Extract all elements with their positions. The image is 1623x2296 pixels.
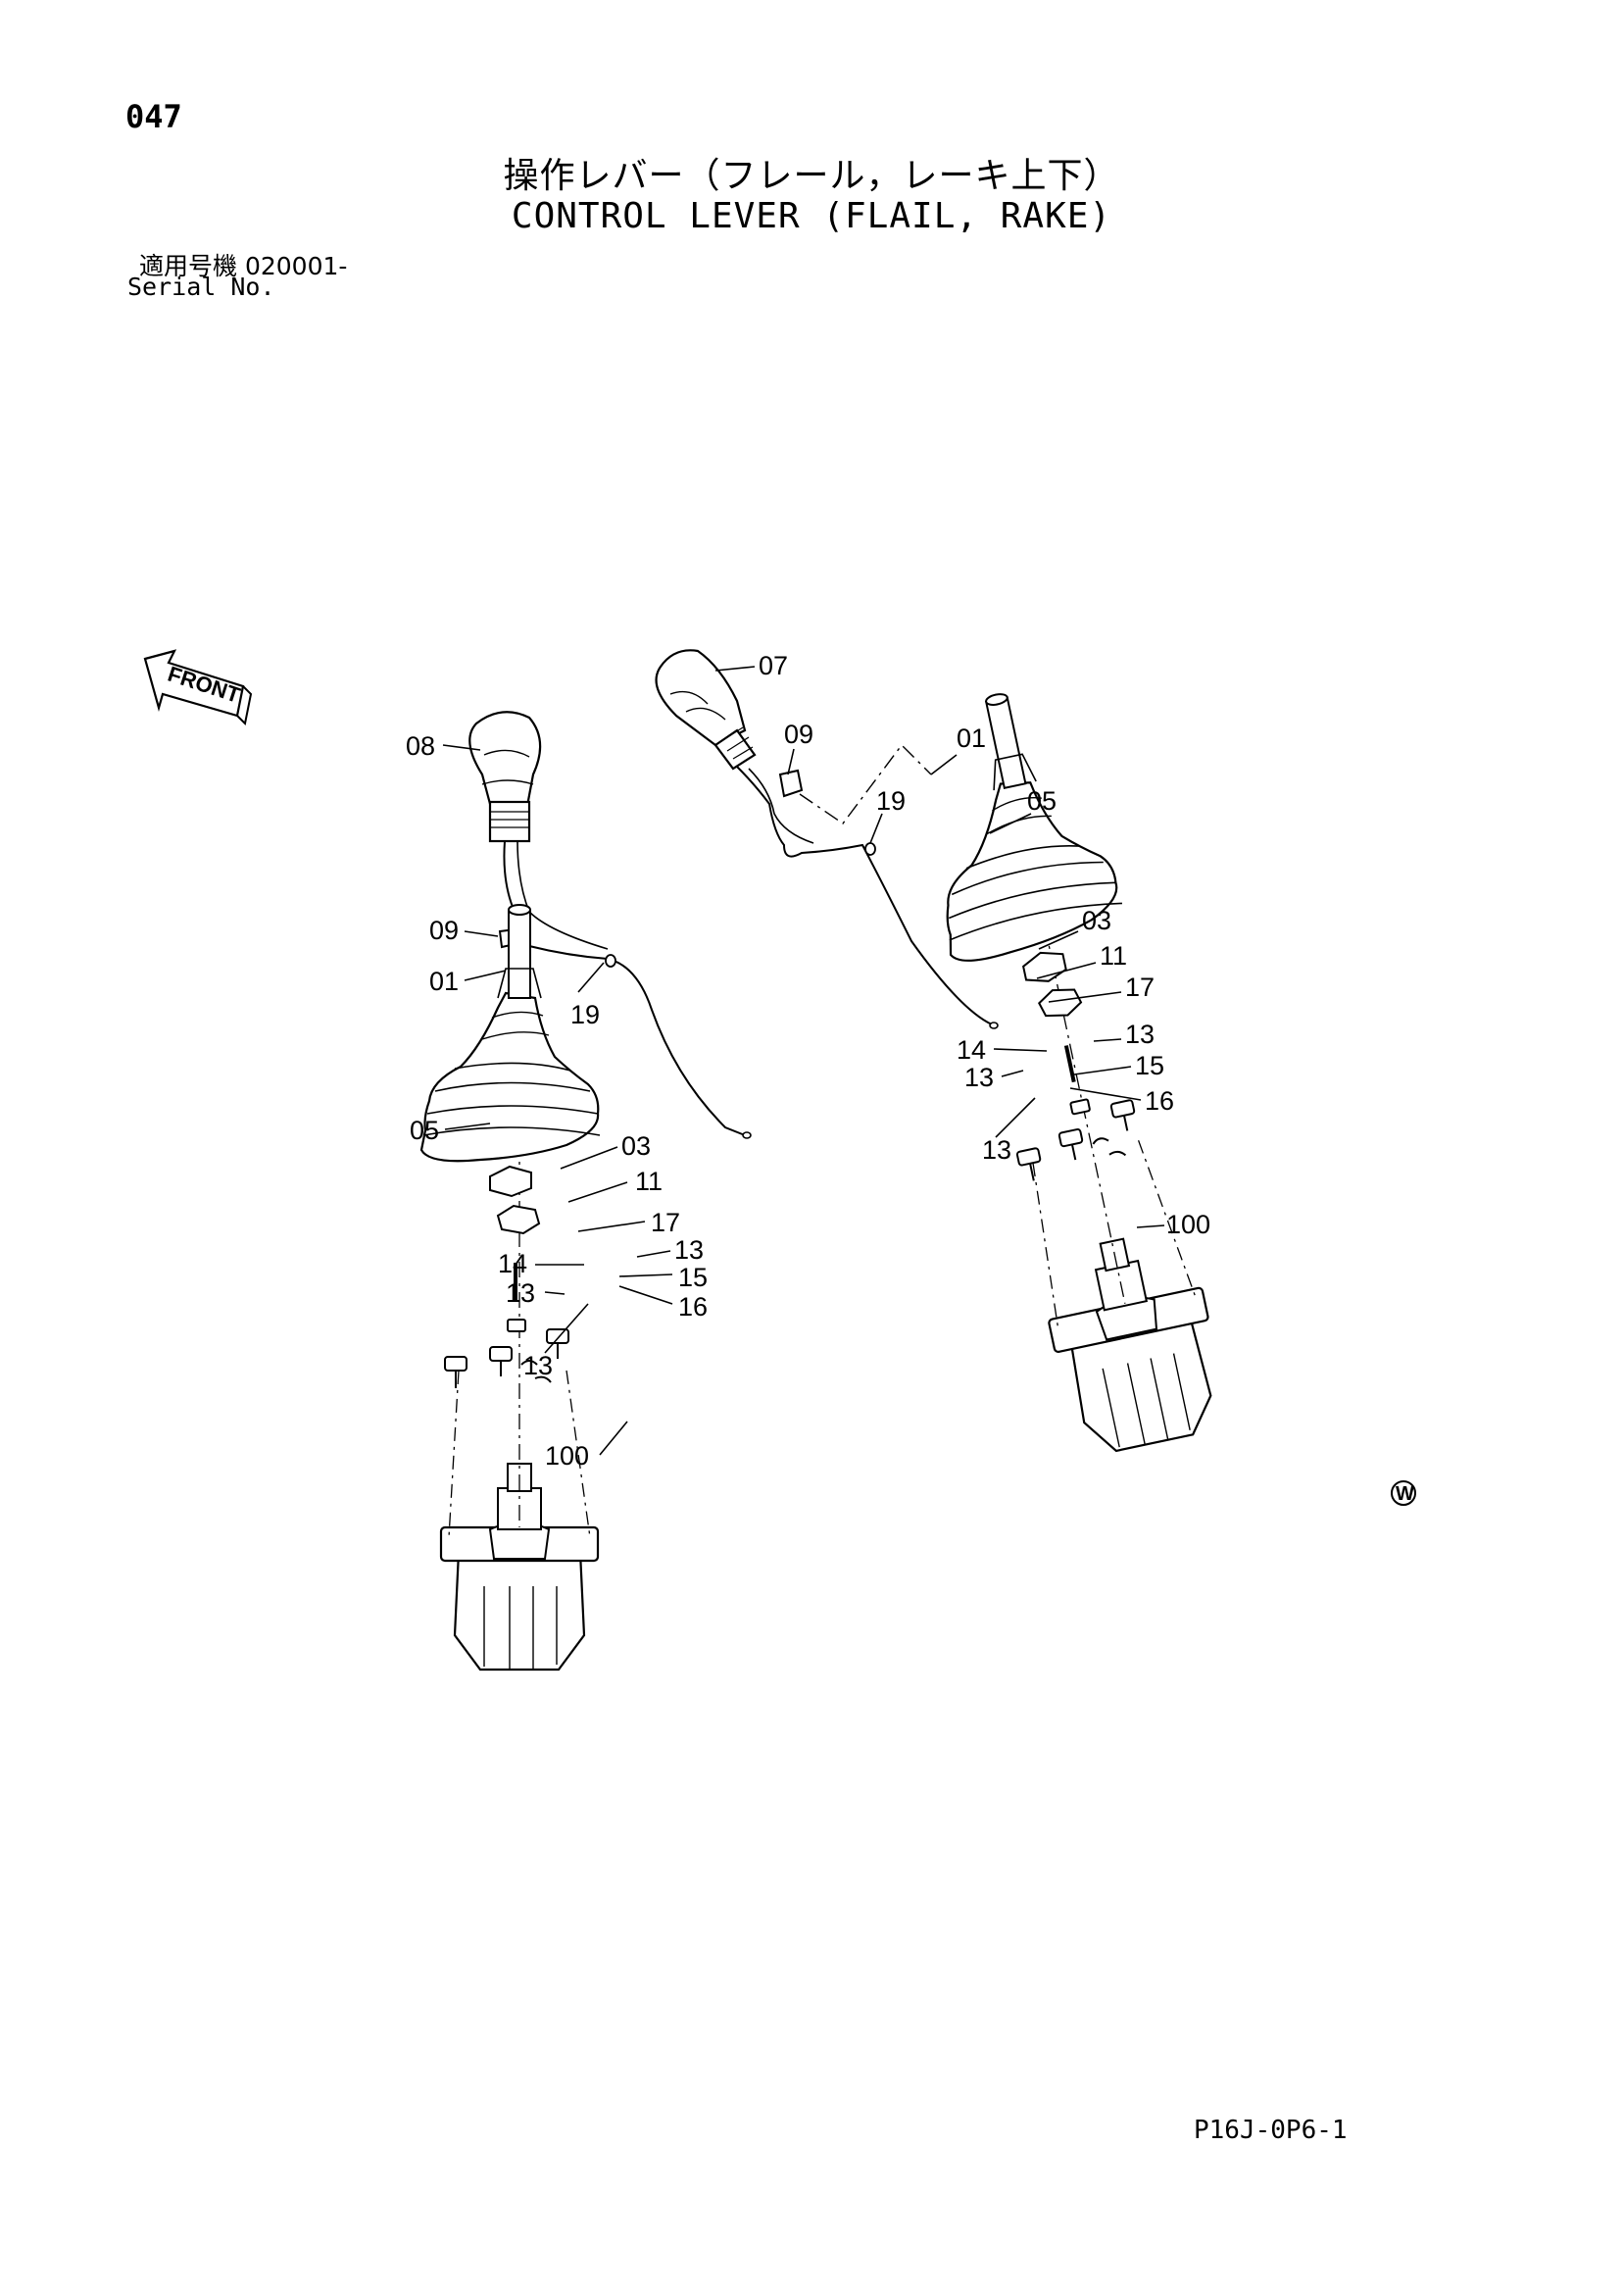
callouts-right: 07 09 01 05 19 03 11 17 13 14 15 13 16 1… bbox=[759, 651, 1210, 1239]
front-arrow-icon: FRONT bbox=[143, 649, 253, 726]
callout-left-13-top: 13 bbox=[674, 1235, 704, 1265]
callout-right-13-mid: 13 bbox=[964, 1063, 994, 1092]
page-title-japanese: 操作レバー（フレール，レーキ上下） bbox=[503, 156, 1120, 196]
callout-left-05: 05 bbox=[410, 1116, 439, 1145]
callout-left-01: 01 bbox=[429, 967, 459, 996]
callout-right-09: 09 bbox=[784, 720, 813, 749]
callout-left-13-mid: 13 bbox=[506, 1278, 535, 1308]
callout-right-11: 11 bbox=[1100, 941, 1127, 971]
circled-w-letter: W bbox=[1396, 1483, 1414, 1505]
callout-left-08: 08 bbox=[406, 731, 435, 761]
callout-right-07: 07 bbox=[759, 651, 788, 680]
callout-left-100: 100 bbox=[545, 1441, 589, 1471]
callout-right-03: 03 bbox=[1082, 906, 1111, 935]
callout-right-05: 05 bbox=[1027, 786, 1057, 816]
serial-label-english: Serial No. bbox=[127, 273, 275, 301]
callout-left-09: 09 bbox=[429, 916, 459, 945]
callout-left-16: 16 bbox=[678, 1292, 708, 1322]
callout-right-14: 14 bbox=[957, 1035, 986, 1065]
callout-right-01: 01 bbox=[957, 724, 986, 753]
left-lever-assembly bbox=[419, 711, 752, 1672]
callout-right-15: 15 bbox=[1135, 1051, 1164, 1080]
callout-right-13-top: 13 bbox=[1125, 1020, 1155, 1049]
left-knob bbox=[468, 711, 542, 843]
callout-left-17: 17 bbox=[651, 1208, 680, 1237]
callout-right-17: 17 bbox=[1125, 973, 1155, 1002]
page-number: 047 bbox=[125, 98, 182, 135]
leader-lines bbox=[442, 666, 1165, 1456]
callout-right-100: 100 bbox=[1166, 1210, 1210, 1239]
serial-range-japanese: 適用号機 020001- bbox=[139, 252, 348, 280]
callout-right-19: 19 bbox=[876, 786, 906, 816]
callout-right-16: 16 bbox=[1145, 1086, 1174, 1116]
callout-left-15: 15 bbox=[678, 1263, 708, 1292]
page-title-english: CONTROL LEVER (FLAIL, RAKE) bbox=[511, 196, 1112, 236]
circled-w-mark: W bbox=[1391, 1480, 1416, 1506]
document-code: P16J-0P6-1 bbox=[1194, 2116, 1348, 2145]
right-lever-assembly bbox=[655, 649, 1236, 1466]
callout-left-11: 11 bbox=[635, 1167, 663, 1196]
callout-right-13-low: 13 bbox=[982, 1135, 1011, 1165]
callout-left-13-low: 13 bbox=[523, 1351, 553, 1380]
callouts-left: 08 09 01 19 05 03 11 17 13 14 15 13 16 1… bbox=[406, 731, 708, 1471]
callout-left-14: 14 bbox=[498, 1249, 527, 1278]
callout-left-03: 03 bbox=[621, 1131, 651, 1161]
right-knob bbox=[655, 649, 757, 771]
callout-left-19: 19 bbox=[570, 1000, 600, 1029]
